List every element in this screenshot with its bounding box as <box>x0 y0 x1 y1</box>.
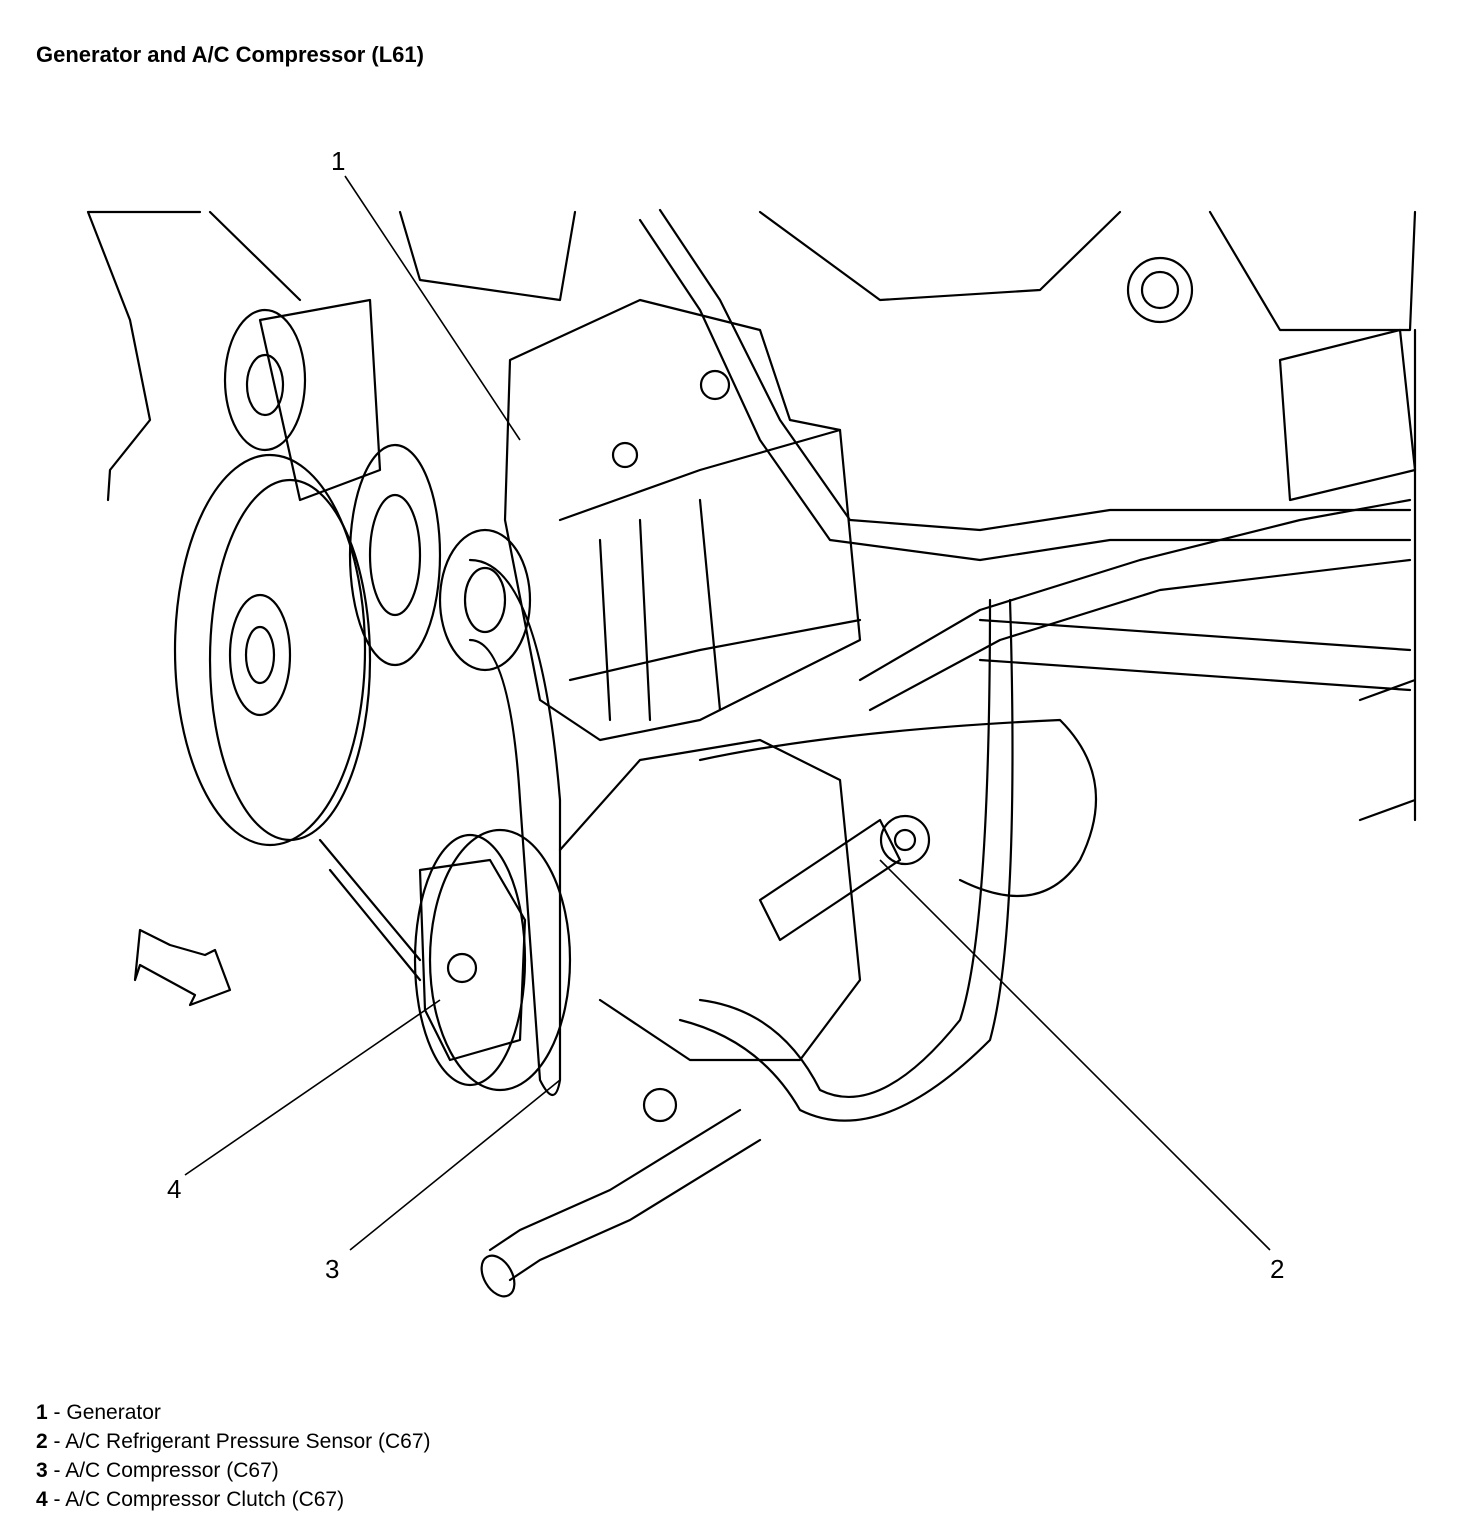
callout-2: 2 <box>1270 1254 1284 1284</box>
legend-label: A/C Compressor (C67) <box>65 1459 279 1482</box>
legend-number: 3 <box>36 1459 48 1482</box>
large-pulley <box>173 453 372 847</box>
refrigerant-line <box>480 1108 762 1298</box>
leader-lines <box>184 175 1271 1251</box>
wiring-harness <box>638 208 1412 1122</box>
legend-number: 2 <box>36 1430 48 1453</box>
legend-separator: - <box>47 1488 66 1511</box>
legend-separator: - <box>47 1430 66 1453</box>
engine-block <box>86 210 1417 822</box>
callout-4: 4 <box>167 1174 181 1204</box>
legend-item: 1 - Generator <box>36 1398 431 1427</box>
legend-item: 4 - A/C Compressor Clutch (C67) <box>36 1485 431 1514</box>
legend-label: A/C Refrigerant Pressure Sensor (C67) <box>65 1430 431 1453</box>
callout-3: 3 <box>325 1254 339 1284</box>
generator <box>438 298 862 742</box>
legend-item: 2 - A/C Refrigerant Pressure Sensor (C67… <box>36 1427 431 1456</box>
legend-number: 1 <box>36 1401 48 1424</box>
pressure-sensor <box>758 814 931 942</box>
diagram-title: Generator and A/C Compressor (L61) <box>36 42 424 67</box>
legend-number: 4 <box>36 1488 48 1511</box>
legend-label: Generator <box>66 1401 161 1424</box>
legend-label: A/C Compressor Clutch (C67) <box>65 1488 345 1511</box>
belt-tensioner <box>223 298 442 667</box>
legend-separator: - <box>47 1459 66 1482</box>
legend: 1 - Generator 2 - A/C Refrigerant Pressu… <box>36 1398 431 1514</box>
serpentine-belt <box>318 558 562 1097</box>
legend-separator: - <box>47 1401 67 1424</box>
legend-item: 3 - A/C Compressor (C67) <box>36 1456 431 1485</box>
direction-arrow-icon <box>133 928 232 1007</box>
callout-1: 1 <box>331 146 345 176</box>
